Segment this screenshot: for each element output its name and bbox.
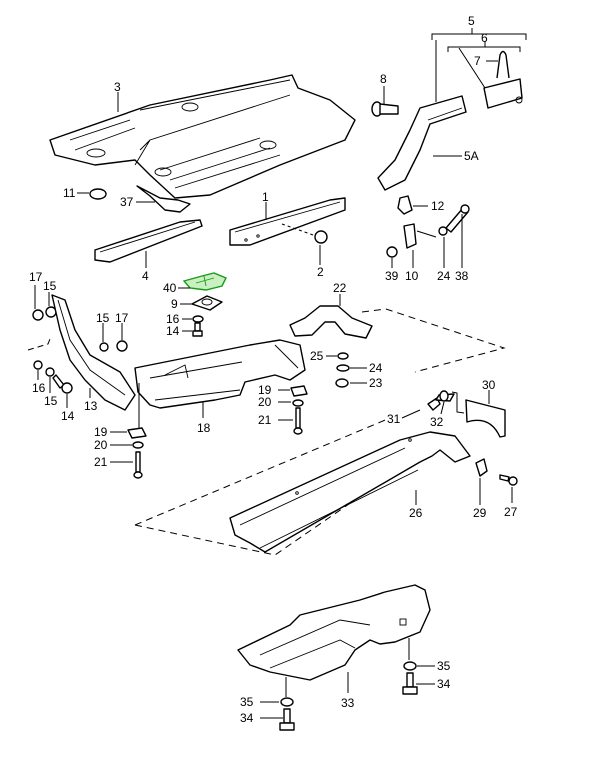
part-25-spacer[interactable] [337, 352, 349, 360]
callout-20-left: 20 [94, 438, 108, 452]
part-24-washer[interactable] [438, 226, 448, 236]
part-14-bolt-left[interactable] [52, 374, 73, 394]
callout-27: 27 [504, 505, 518, 519]
callout-16-left: 16 [32, 381, 46, 395]
callout-11: 11 [63, 186, 76, 200]
part-19-clip-left[interactable] [127, 427, 147, 439]
part-21-screw-left[interactable] [133, 451, 143, 479]
part-5a-rail[interactable] [377, 95, 467, 191]
callout-31: 31 [387, 412, 401, 426]
callout-19-right: 19 [258, 383, 272, 397]
callout-35-left: 35 [240, 695, 254, 709]
part-18-tunnel-cover[interactable] [134, 339, 306, 409]
part-29-nut[interactable] [475, 458, 488, 477]
callout-33: 33 [341, 696, 355, 710]
callout-30: 30 [482, 378, 496, 392]
callout-29: 29 [473, 506, 487, 520]
part-30-bracket[interactable] [465, 399, 506, 438]
callout-14-left: 14 [61, 409, 75, 423]
part-34-bolt-left[interactable] [279, 708, 295, 731]
callout-18: 18 [197, 421, 211, 435]
part-23-nut[interactable] [335, 378, 349, 388]
part-10-clip[interactable] [403, 223, 417, 249]
part-9-mount[interactable] [191, 295, 223, 311]
part-11-plug[interactable] [89, 188, 107, 200]
callout-13: 13 [84, 399, 98, 413]
callout-5: 5 [468, 14, 475, 28]
part-20-washer-left[interactable] [132, 441, 144, 449]
part-1-rail[interactable] [229, 197, 346, 246]
part-14-bolt-center[interactable] [192, 322, 203, 337]
part-39-nut[interactable] [386, 246, 398, 258]
part-2-plug[interactable] [314, 230, 328, 244]
part-34-bolt-right[interactable] [402, 672, 418, 695]
callout-34-right: 34 [437, 677, 451, 691]
part-20-washer-right[interactable] [292, 399, 304, 407]
part-33-lower-shield[interactable] [237, 584, 431, 681]
part-8-bolt[interactable] [371, 101, 399, 117]
part-32-washer[interactable] [439, 390, 449, 402]
callout-1: 1 [262, 190, 269, 204]
part-40-bracket-highlighted[interactable] [182, 272, 227, 291]
callout-4: 4 [142, 269, 149, 283]
part-6-bracket[interactable] [483, 78, 523, 109]
callout-16-center: 16 [166, 312, 180, 326]
callout-21-left: 21 [94, 455, 108, 469]
callout-7: 7 [474, 54, 481, 68]
callout-32: 32 [430, 415, 444, 429]
part-15-washer-mid[interactable] [99, 342, 109, 352]
callout-8: 8 [380, 72, 387, 86]
callout-15-mid: 15 [96, 311, 110, 325]
callout-37: 37 [120, 195, 134, 209]
callout-40: 40 [163, 281, 177, 295]
callout-14-center: 14 [166, 324, 180, 338]
callout-9: 9 [171, 297, 178, 311]
part-26-heat-shield[interactable] [229, 431, 471, 553]
part-17-nut-mid[interactable] [116, 340, 128, 352]
part-22-strap[interactable] [289, 305, 373, 339]
callout-39: 39 [385, 269, 399, 283]
callout-23: 23 [369, 376, 383, 390]
callout-15-low: 15 [44, 394, 58, 408]
part-21-screw-right[interactable] [293, 407, 303, 435]
callout-6: 6 [481, 31, 488, 45]
callout-21-right: 21 [258, 413, 272, 427]
callout-5a: 5A [464, 149, 479, 163]
part-13-side-cover[interactable] [51, 294, 136, 411]
callout-19-left: 19 [94, 425, 108, 439]
callout-26: 26 [409, 506, 423, 520]
callout-10: 10 [405, 269, 419, 283]
part-16-washer-left[interactable] [33, 360, 43, 370]
callout-3: 3 [114, 80, 121, 94]
callout-20-right: 20 [258, 395, 272, 409]
part-15-washer-low[interactable] [45, 367, 55, 377]
part-24-washer-lower[interactable] [336, 364, 350, 372]
part-12-clip[interactable] [397, 195, 413, 215]
callout-2: 2 [317, 265, 324, 279]
part-19-clip-right[interactable] [290, 385, 308, 397]
part-35-washer-left[interactable] [280, 697, 294, 707]
part-3-floor-pan[interactable] [49, 74, 356, 199]
part-35-washer-right[interactable] [403, 661, 417, 671]
part-37-bracket[interactable] [136, 185, 191, 213]
callout-15-left: 15 [43, 279, 57, 293]
callout-24-lower: 24 [369, 361, 383, 375]
part-17-nut-left[interactable] [32, 309, 44, 321]
callout-12: 12 [431, 199, 445, 213]
callout-25: 25 [310, 349, 324, 363]
part-27-screw[interactable] [499, 474, 518, 486]
callout-22: 22 [333, 281, 347, 295]
callout-34-left: 34 [240, 711, 254, 725]
callout-38: 38 [455, 269, 469, 283]
callout-17-left: 17 [29, 270, 43, 284]
callout-17-mid: 17 [115, 311, 129, 325]
part-38-bolt[interactable] [445, 204, 470, 233]
part-16-washer-center[interactable] [192, 315, 204, 323]
part-7-clip[interactable] [496, 50, 510, 79]
part-4-rail[interactable] [94, 219, 203, 263]
callout-24-upper: 24 [437, 269, 451, 283]
callout-35-right: 35 [437, 659, 451, 673]
